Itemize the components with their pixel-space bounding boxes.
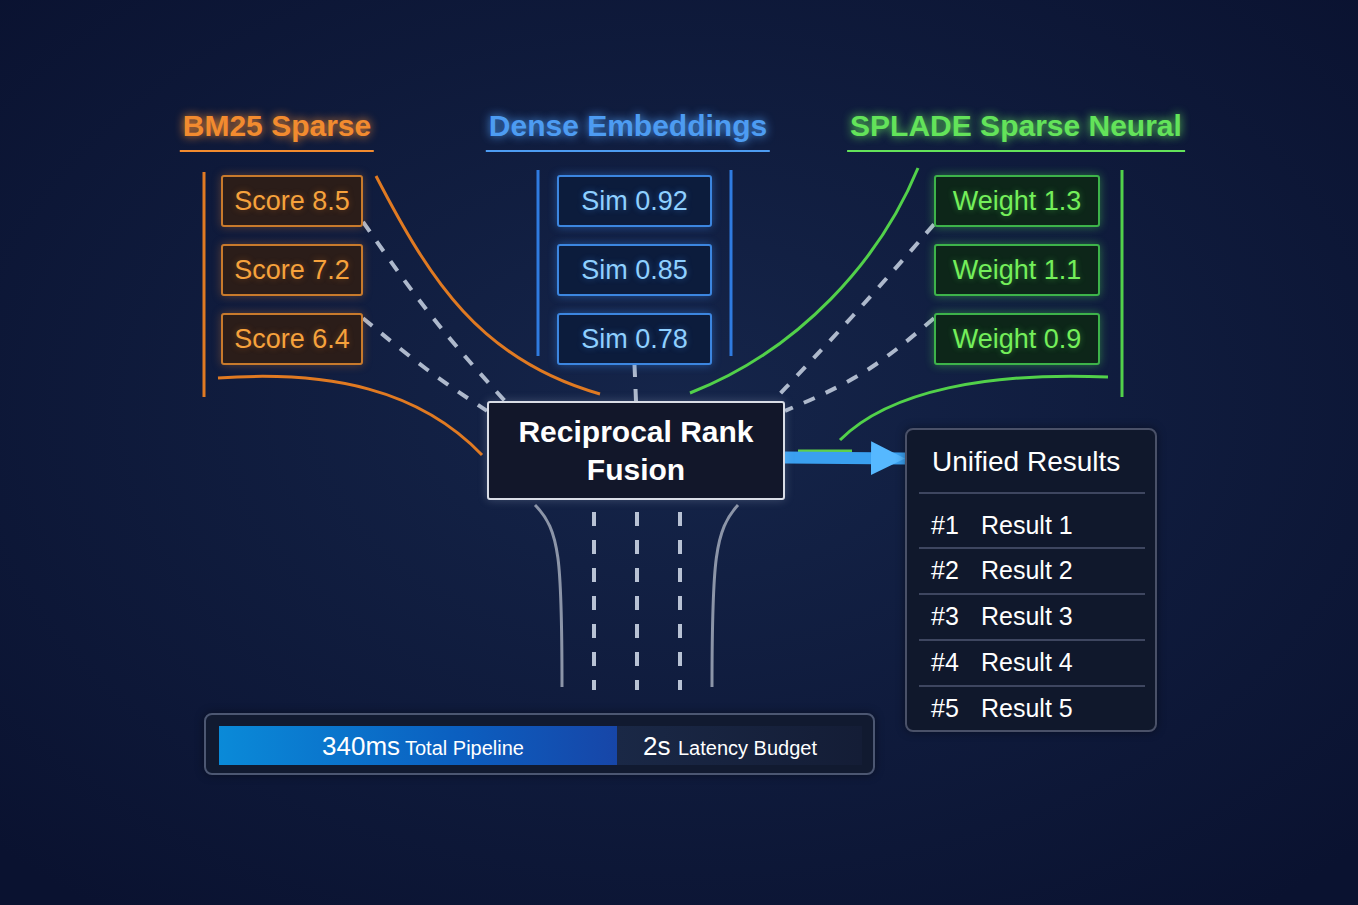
column-line (730, 170, 733, 356)
score-box: Score 7.2 (221, 244, 363, 296)
lane-curve (712, 505, 738, 687)
column-heading: Dense Embeddings (486, 108, 770, 152)
lane-dash (635, 512, 639, 690)
dashed-connector (363, 222, 505, 401)
dashed-connector (363, 318, 487, 411)
rank-number: #5 (931, 693, 959, 724)
flow-arrow (785, 451, 905, 464)
lane-dash (592, 512, 596, 690)
score-box: Weight 1.1 (934, 244, 1100, 296)
node-text: Sim 0.78 (581, 322, 688, 357)
latency-caption: Total Pipeline (405, 735, 524, 761)
node-text: Score 8.5 (234, 184, 350, 219)
row-divider (919, 639, 1145, 641)
rank-number: #4 (931, 647, 959, 678)
result-item: Result 3 (981, 601, 1073, 632)
score-box: Score 8.5 (221, 175, 363, 227)
lane-curve (535, 505, 562, 687)
funnel-curve (218, 376, 482, 455)
rank-number: #3 (931, 601, 959, 632)
score-box: Weight 0.9 (934, 313, 1100, 365)
score-box: Score 6.4 (221, 313, 363, 365)
node-text: Weight 1.1 (953, 253, 1082, 288)
result-item: Result 2 (981, 555, 1073, 586)
fusion-box: Reciprocal Rank Fusion (487, 401, 785, 500)
node-text: Reciprocal Rank Fusion (489, 413, 783, 489)
lane-dash (678, 512, 682, 690)
latency-value: 2s (643, 730, 670, 762)
panel-heading: Unified Results (932, 445, 1120, 479)
row-divider (919, 492, 1145, 494)
dashed-connector (773, 224, 934, 401)
column-heading: BM25 Sparse (180, 108, 374, 152)
result-item: Result 4 (981, 647, 1073, 678)
score-box: Sim 0.85 (557, 244, 712, 296)
row-divider (919, 593, 1145, 595)
node-text: Sim 0.92 (581, 184, 688, 219)
node-text: Weight 0.9 (953, 322, 1082, 357)
funnel-curve (690, 168, 918, 393)
node-text: Sim 0.85 (581, 253, 688, 288)
dashed-connector (635, 365, 637, 401)
score-box: Sim 0.78 (557, 313, 712, 365)
result-item: Result 1 (981, 510, 1073, 541)
funnel-line (203, 172, 206, 397)
rank-number: #2 (931, 555, 959, 586)
funnel-line (1121, 170, 1124, 397)
column-heading: SPLADE Sparse Neural (847, 108, 1185, 152)
rank-number: #1 (931, 510, 959, 541)
latency-bar: 340msTotal Pipeline 2s Latency Budget (204, 713, 875, 775)
score-box: Sim 0.92 (557, 175, 712, 227)
accent-line (798, 450, 852, 453)
dashed-connector (785, 318, 934, 411)
results-panel: Unified Results#1Result 1#2Result 2#3Res… (905, 428, 1157, 732)
node-text: Score 6.4 (234, 322, 350, 357)
column-line (537, 170, 540, 356)
row-divider (919, 547, 1145, 549)
latency-caption: Latency Budget (678, 735, 817, 761)
node-text: Weight 1.3 (953, 184, 1082, 219)
result-item: Result 5 (981, 693, 1073, 724)
score-box: Weight 1.3 (934, 175, 1100, 227)
node-text: Score 7.2 (234, 253, 350, 288)
latency-value: 340ms (322, 730, 400, 762)
row-divider (919, 685, 1145, 687)
